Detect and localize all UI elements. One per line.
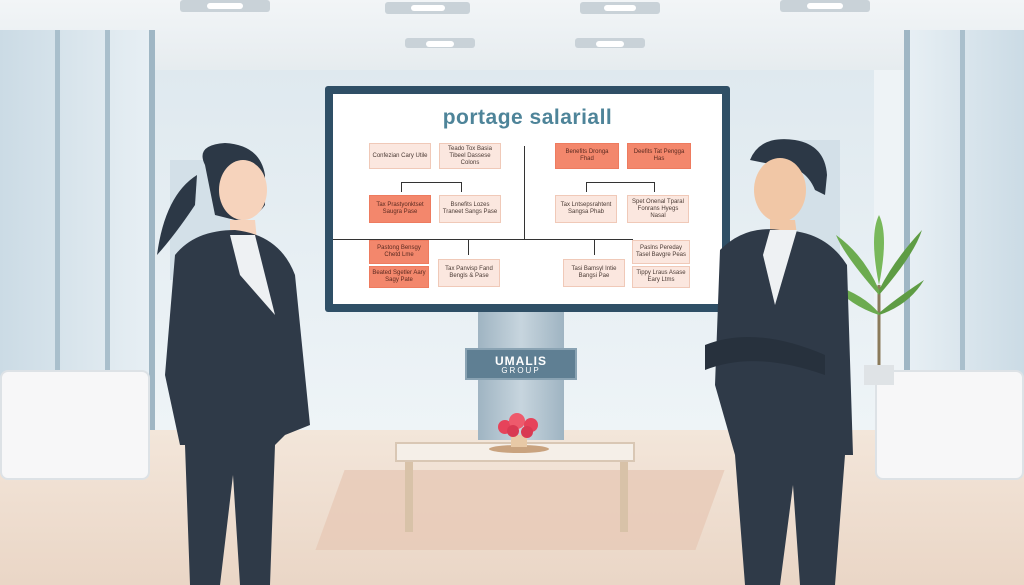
diagram-title: portage salariall [442, 106, 613, 129]
diagram-node: Deefits Tat Pengga Has [627, 143, 691, 169]
connector [654, 182, 655, 192]
connector [524, 146, 525, 240]
sofa-left [0, 370, 150, 480]
diagram-node: Bsnefits Lozes Traneet Sangs Pase [439, 195, 501, 223]
table-leg [405, 462, 413, 532]
rug [315, 470, 725, 550]
diagram-node: Teado Tox Basia Tibeel Dassese Colons [439, 143, 501, 169]
diagram-node: Pastong Bensgy Chetd Lme [369, 240, 429, 264]
diagram-node: Tasi Bamsyl Intie Bangsi Pae [563, 259, 625, 287]
connector [594, 239, 595, 255]
ceiling-light [580, 2, 660, 14]
connector [468, 239, 469, 255]
ceiling-light [780, 0, 870, 12]
woman-figure [157, 143, 310, 585]
ceiling-light [385, 2, 470, 14]
connector [401, 182, 402, 192]
connector [461, 182, 462, 192]
ceiling [0, 0, 1024, 70]
connector [333, 239, 633, 240]
sofa-right [875, 370, 1024, 480]
diagram-node: Benefits Dronga Fhad [555, 143, 619, 169]
window-frame [105, 30, 110, 450]
ceiling-light [575, 38, 645, 48]
connector [586, 182, 587, 192]
table-leg [620, 462, 628, 532]
ceiling-light [405, 38, 475, 48]
company-sign: UMALIS GROUP [465, 348, 577, 380]
window-frame [55, 30, 60, 450]
diagram: portage salariall Confezian Cary Utile T… [333, 94, 722, 304]
plant-icon [834, 215, 924, 385]
diagram-node: Beated Sgetler Aary Sagy Pate [369, 266, 429, 288]
diagram-node: Tippy Lraus Asase Eary Ltms [632, 266, 690, 288]
diagram-node: Confezian Cary Utile [369, 143, 431, 169]
presentation-screen: portage salariall Confezian Cary Utile T… [325, 86, 730, 312]
diagram-node: Paslns Pereday Tasel Bavgre Peas [632, 240, 690, 264]
window-frame [960, 30, 965, 450]
diagram-node: Tax Lntsepsrahtent Sangsa Phab [555, 195, 617, 223]
connector [401, 182, 461, 183]
diagram-node: Tax Prastyonktset Saugra Pase [369, 195, 431, 223]
ceiling-light [180, 0, 270, 12]
diagram-node: Spet Onenal Tparal Fonrans Hyegs Nasal [627, 195, 689, 223]
man-figure [705, 139, 853, 585]
flower-vase-icon [489, 413, 549, 453]
diagram-node: Tax Panvisp Fand Bengls & Pase [438, 259, 500, 287]
connector [586, 182, 654, 183]
